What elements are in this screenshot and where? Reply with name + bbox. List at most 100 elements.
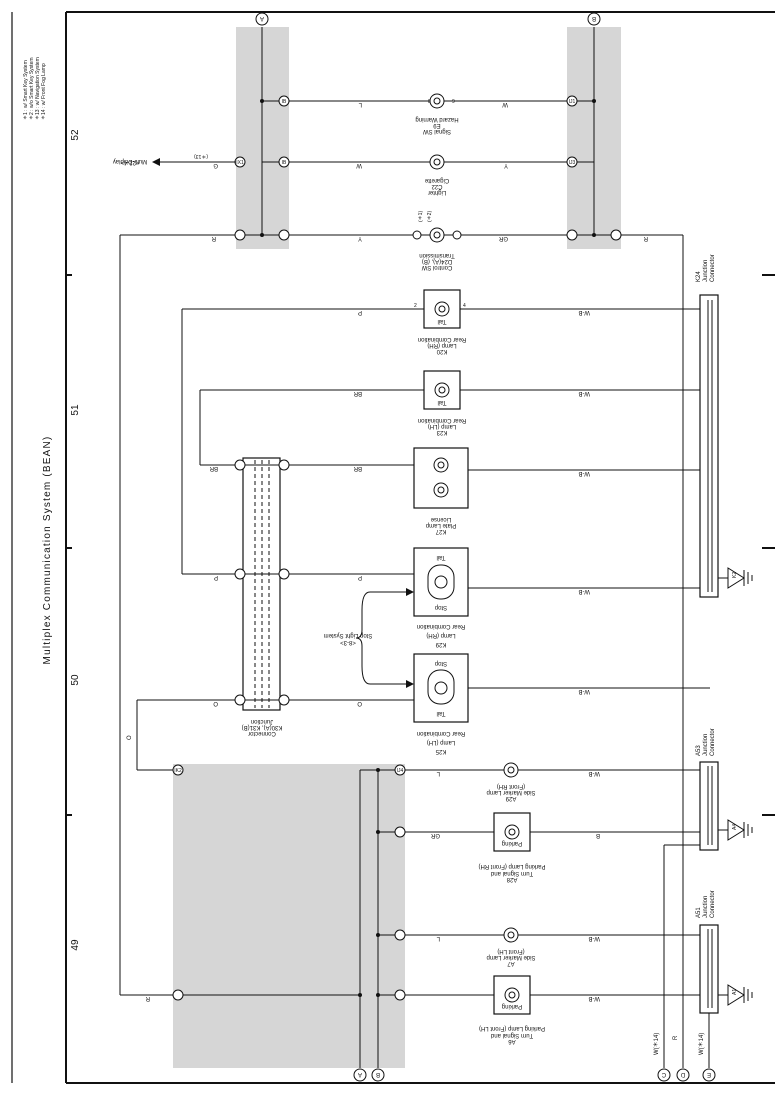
wire-color-br-k23: BR <box>353 390 362 396</box>
e9-pin-8: 8 <box>428 99 431 105</box>
multi-display-note: (＊13) <box>194 153 208 159</box>
k25-circuit: Stop Tail O O O W-B K25 Rear Combination… <box>127 653 710 771</box>
ground-k2: K2 <box>732 572 738 578</box>
splice-codes: IB IB IX1 IJ1 IJ3 IJ4 IK2 <box>174 99 575 774</box>
a6-circuit: Parking W-B A6 Turn Signal and Parking L… <box>172 975 700 1044</box>
d24-circuit: R Y GR R D24(A), (B) Transmission Contro… <box>120 211 683 270</box>
a7-circuit: L W-B A7 Side Marker Lamp (Front LH) <box>376 927 700 966</box>
wire-color-wb-a29: W-B <box>588 770 600 776</box>
e9-pin-9: 9 <box>452 99 455 105</box>
page-number-52: 52 <box>70 129 81 141</box>
a51-id: A51 <box>696 907 702 918</box>
a28-inner: Parking <box>502 840 522 846</box>
wire-color-r-d24: R <box>211 235 216 241</box>
wire-color-wb-k23: W-B <box>578 390 590 396</box>
bottom-connectors: A B C D E <box>353 1068 716 1082</box>
splice-code-ib-2: IB <box>282 160 287 166</box>
a28-id: A28 <box>506 876 517 882</box>
wire-color-gr-a28: GR <box>430 832 440 838</box>
k29-inner-bot: Stop <box>434 604 447 610</box>
wire-color-l-a7: L <box>436 935 440 941</box>
bottom-connector-a-label: A <box>358 1071 362 1077</box>
d24-line1: Transmission <box>419 252 454 258</box>
a29-circuit: L W-B A29 Side Marker Lamp (Front RH) <box>172 762 710 801</box>
a51-junction-connector: A51 Junction Connector A1 W(＊14) <box>696 890 753 1068</box>
k25-inner-bot: Tail <box>436 710 445 716</box>
k25-id: K25 <box>435 748 446 754</box>
a6-id: A6 <box>508 1038 516 1044</box>
bottom-connector-e-label: E <box>707 1071 711 1077</box>
a7-line1: Side Marker Lamp <box>486 954 536 960</box>
wire-color-br-k27: BR <box>353 465 362 471</box>
wire-color-w14-c: W(＊14) <box>653 1033 660 1055</box>
notes-legend: ＊1 : w/ Smart Key System ＊2 : w/o Smart … <box>23 57 47 120</box>
ground-a1: A1 <box>732 989 738 995</box>
a28-line1: Turn Signal and <box>491 870 533 876</box>
k27-line2: Plate Lamp <box>425 522 456 528</box>
splice-code-i3: IJ3 <box>569 160 576 166</box>
k25-line1: Rear Combination <box>417 730 465 736</box>
a51-line2: Connector <box>710 890 716 918</box>
splice-code-i1: IJ1 <box>569 99 576 105</box>
k23-line1: Rear Combination <box>418 417 466 423</box>
k20-id: K20 <box>436 348 447 354</box>
k30-line1: Junction <box>251 718 273 724</box>
k23-inner: Tail <box>437 399 446 405</box>
right-r-wire: R <box>673 235 684 1068</box>
e9-id: E9 <box>433 122 441 128</box>
page-number-49: 49 <box>70 939 81 951</box>
k24-id: K24 <box>696 271 702 282</box>
d24-id: D24(A), (B) <box>422 258 452 264</box>
note-3: ＊13 : w/ Navigation System <box>35 57 41 120</box>
wire-color-w14-e: W(＊14) <box>698 1033 705 1055</box>
k29-inner-top: Tail <box>436 554 445 560</box>
d24-note-1: (＊1) <box>418 211 424 222</box>
wire-color-gr-d24: GR <box>498 235 508 241</box>
wire-color-br-k27-left: BR <box>209 465 218 471</box>
k27-id: K27 <box>435 528 446 534</box>
harness-area-bottom <box>173 764 405 1068</box>
wire-color-r-left: R <box>145 995 150 1001</box>
k20-circuit: Tail P W-B 2 4 K20 Rear Combination Lamp… <box>181 289 710 574</box>
wire-color-r-d: R <box>673 1035 679 1040</box>
wire-color-o-vertical: O <box>127 735 133 740</box>
c22-line1: Cigarette <box>424 177 449 183</box>
stop-light-system: Stop Light System <8-3> <box>324 588 414 688</box>
wire-color-y-c22: Y <box>504 162 508 168</box>
k20-line1: Rear Combination <box>418 336 466 342</box>
a7-line2: (Front LH) <box>497 948 524 954</box>
a53-line2: Connector <box>710 728 716 756</box>
wire-color-wb-k27: W-B <box>578 470 590 476</box>
bottom-connector-d-label: D <box>680 1071 685 1077</box>
top-connector-b-label: B <box>592 15 596 21</box>
wire-color-wb-k29: W-B <box>578 588 590 594</box>
a28-circuit: Parking GR B W(＊14) A28 Turn Signal and … <box>376 812 700 1068</box>
bus-lines <box>261 27 595 1068</box>
splice-code-ib-1: IB <box>282 99 287 105</box>
wire-color-wb-k25: W-B <box>578 688 590 694</box>
a53-line1: Junction <box>703 734 709 756</box>
k23-line2: Lamp (LH) <box>428 423 456 429</box>
e9-line1: Hazard Warning <box>415 116 458 122</box>
k29-line2: Lamp (RH) <box>426 632 455 638</box>
page-frame <box>11 11 775 1084</box>
wire-color-w-e9: W <box>502 101 508 107</box>
note-1: ＊1 : w/ Smart Key System <box>23 60 29 120</box>
k29-box <box>413 547 469 617</box>
k25-inner-top: Stop <box>434 660 447 666</box>
k20-line2: Lamp (RH) <box>427 342 456 348</box>
k30-junction-connector: K30(A), K31(B) Junction Connector <box>242 457 282 736</box>
c22-id: C22 <box>431 183 443 189</box>
k24-line2: Connector <box>710 254 716 282</box>
k27-box <box>413 447 469 509</box>
k30-line2: Connector <box>248 730 276 736</box>
a6-line2: Parking Lamp (Front LH) <box>479 1025 545 1031</box>
wire-color-w-c22: W <box>356 162 362 168</box>
multi-display-ref: <22-4> <box>120 159 140 165</box>
k24-junction-connector: K24 Junction Connector K2 <box>696 254 753 598</box>
k29-circuit: Tail Stop P P W-B K29 Rear Combination L… <box>182 547 710 647</box>
a6-line1: Turn Signal and <box>491 1032 533 1038</box>
k20-box <box>423 289 461 329</box>
stop-light-line2: <8-3> <box>340 639 356 645</box>
